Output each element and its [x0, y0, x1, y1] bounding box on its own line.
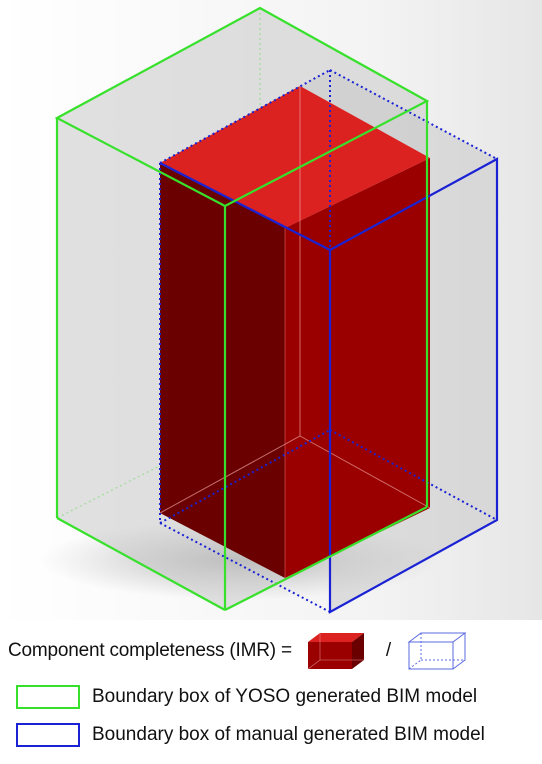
legend-manual-box: Boundary box of manual generated BIM mod…: [16, 721, 485, 749]
component-top-face: [160, 86, 430, 228]
blue-box-visible-edges: [159, 157, 499, 614]
red-solid-box-icon: [307, 633, 364, 670]
green-rectangle-icon: [16, 685, 80, 709]
formula-prefix: Component completeness (IMR) =: [8, 640, 292, 661]
green-box-visible-edges: [54, 6, 430, 611]
legend-manual-label: Boundary box of manual generated BIM mod…: [92, 724, 485, 745]
red-building-component: [159, 86, 431, 578]
legend-yoso-label: Boundary box of YOSO generated BIM model: [92, 686, 478, 707]
bim-boundary-box-diagram: [0, 0, 542, 620]
legend-yoso-box: Boundary box of YOSO generated BIM model: [16, 683, 477, 711]
formula-divider: /: [385, 640, 391, 661]
blue-wireframe-box-icon: [407, 632, 467, 670]
component-front-face: [285, 158, 430, 578]
imr-formula: Component completeness (IMR) = /: [8, 628, 469, 674]
component-left-face: [160, 163, 285, 578]
blue-rectangle-icon: [16, 723, 80, 747]
